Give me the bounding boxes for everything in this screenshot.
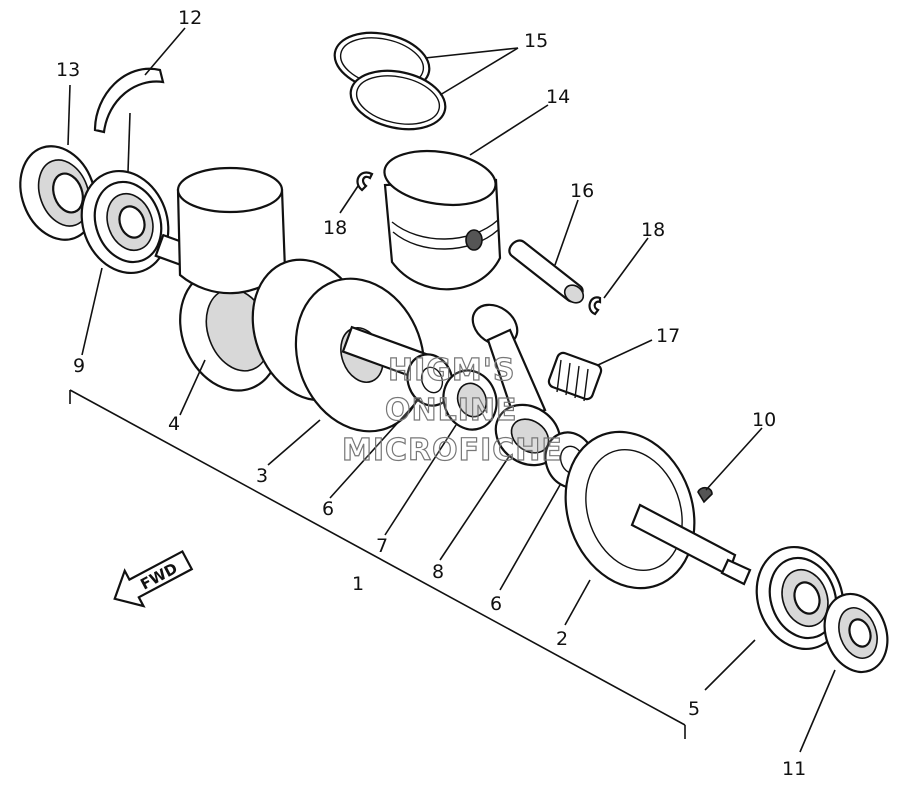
watermark-line-2: ONLINE xyxy=(385,393,518,428)
callout-9: 9 xyxy=(73,355,85,377)
piston-pin-clip-18-top[interactable] xyxy=(356,171,374,192)
callout-2: 2 xyxy=(556,628,568,650)
crank-half-3[interactable] xyxy=(234,244,445,450)
oil-seal-13[interactable] xyxy=(8,136,108,251)
assembly-bracket xyxy=(69,389,686,739)
watermark: HIGM'S ONLINE MICROFICHE xyxy=(341,352,563,468)
callout-16: 16 xyxy=(570,180,594,202)
callout-15: 15 xyxy=(524,30,548,52)
oil-seal-11[interactable] xyxy=(814,585,898,681)
callout-18-right: 18 xyxy=(641,219,665,241)
needle-bearing-7[interactable] xyxy=(435,363,504,437)
fwd-arrow-icon: FWD xyxy=(113,549,194,608)
callout-1: 1 xyxy=(352,573,364,595)
piston-rings-15[interactable] xyxy=(329,25,451,138)
callout-12: 12 xyxy=(178,7,202,29)
callout-5: 5 xyxy=(688,698,700,720)
callout-6-left: 6 xyxy=(322,498,334,520)
callout-7: 7 xyxy=(376,535,388,557)
piston-pin-clip-18-right[interactable] xyxy=(588,296,602,316)
callout-11: 11 xyxy=(782,758,806,780)
callout-18-top: 18 xyxy=(323,217,347,239)
watermark-line-1: HIGM'S xyxy=(388,353,516,388)
bearing-5[interactable] xyxy=(743,535,858,661)
woodruff-key-10[interactable] xyxy=(697,486,713,504)
watermark-line-3: MICROFICHE xyxy=(342,433,563,468)
callout-labels: 1 2 3 4 5 6 6 7 8 9 10 11 12 13 14 15 16… xyxy=(56,7,806,780)
crank-half-2[interactable] xyxy=(544,414,752,607)
callout-17: 17 xyxy=(656,325,680,347)
callout-6-right: 6 xyxy=(490,593,502,615)
callout-4: 4 xyxy=(168,413,180,435)
callout-8: 8 xyxy=(432,561,444,583)
piston-14[interactable] xyxy=(381,144,502,291)
needle-bearing-17[interactable] xyxy=(547,351,603,402)
callout-13: 13 xyxy=(56,59,80,81)
callout-3: 3 xyxy=(256,465,268,487)
circlip-12[interactable] xyxy=(93,67,165,134)
piston-pin-16[interactable] xyxy=(508,239,586,307)
thrust-washer-6-left[interactable] xyxy=(400,348,459,412)
leader-lines xyxy=(67,27,836,753)
callout-10: 10 xyxy=(752,409,776,431)
assembled-piston xyxy=(176,166,287,295)
bearing-9[interactable] xyxy=(68,159,183,285)
callout-14: 14 xyxy=(546,86,570,108)
